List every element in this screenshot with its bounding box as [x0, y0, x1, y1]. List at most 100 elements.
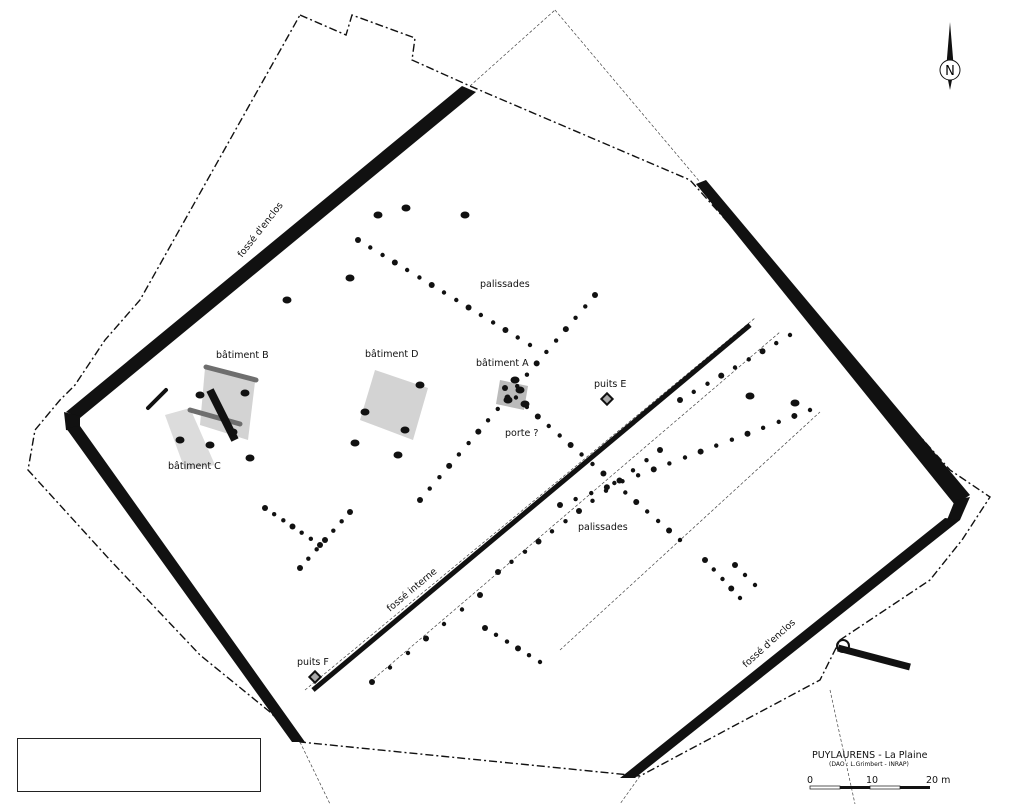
posthole	[612, 480, 617, 486]
posthole	[527, 342, 533, 348]
north-label: N	[945, 64, 955, 79]
posthole	[776, 419, 781, 425]
posthole	[482, 625, 488, 631]
posthole	[760, 425, 766, 431]
posthole	[281, 518, 286, 523]
posthole	[553, 338, 559, 343]
posthole	[393, 451, 403, 459]
posthole	[702, 557, 708, 563]
posthole	[477, 592, 483, 598]
posthole	[427, 486, 432, 491]
posthole	[644, 509, 650, 514]
posthole	[623, 490, 628, 495]
posthole	[630, 468, 636, 473]
posthole	[534, 413, 541, 420]
beam	[203, 364, 259, 383]
posthole	[526, 653, 532, 658]
posthole	[746, 357, 751, 362]
posthole	[368, 245, 373, 250]
posthole	[718, 372, 725, 379]
posthole	[405, 650, 411, 656]
posthole	[744, 430, 751, 437]
posthole	[228, 428, 238, 436]
posthole	[415, 381, 425, 389]
posthole	[355, 237, 361, 243]
posthole	[417, 497, 423, 503]
posthole	[504, 639, 510, 644]
posthole	[644, 457, 649, 463]
legend-box	[17, 738, 261, 792]
posthole	[635, 473, 641, 478]
posthole	[456, 452, 462, 457]
posthole	[331, 528, 336, 533]
posthole	[245, 454, 255, 462]
posthole	[774, 340, 779, 346]
posthole	[446, 462, 453, 469]
posthole	[404, 267, 410, 273]
posthole	[522, 549, 528, 554]
scale-bar: 0 10 20 m	[807, 775, 950, 790]
posthole	[603, 488, 609, 493]
posthole	[515, 386, 525, 394]
posthole	[650, 466, 657, 473]
label-building-b: bâtiment B	[216, 350, 269, 361]
posthole	[205, 441, 215, 449]
posthole	[513, 395, 519, 400]
posthole	[503, 396, 513, 404]
beam	[146, 388, 168, 410]
posthole	[655, 518, 661, 524]
label-building-a: bâtiment A	[476, 358, 529, 369]
posthole	[314, 547, 319, 552]
posthole	[562, 326, 569, 333]
posthole	[391, 259, 398, 266]
posthole	[573, 496, 578, 502]
posthole	[563, 518, 568, 524]
posthole	[306, 556, 311, 561]
posthole	[369, 679, 375, 685]
posthole	[485, 418, 491, 423]
outer-boundary	[27, 14, 991, 777]
posthole	[466, 440, 471, 446]
building-d	[360, 370, 428, 440]
posthole	[732, 562, 738, 568]
posthole	[380, 252, 385, 258]
posthole	[759, 348, 766, 355]
posthole	[459, 607, 465, 612]
posthole	[515, 645, 521, 652]
posthole	[728, 585, 735, 592]
enclosure-ditch	[64, 86, 970, 778]
posthole	[557, 502, 563, 508]
posthole	[807, 407, 813, 413]
posthole	[195, 391, 205, 399]
posthole	[441, 290, 447, 295]
posthole	[787, 332, 793, 338]
posthole	[401, 204, 411, 212]
posthole	[502, 385, 508, 391]
posthole	[493, 632, 499, 637]
posthole	[583, 304, 588, 309]
posthole	[495, 569, 501, 575]
posthole	[289, 523, 296, 530]
map-credit: (DAO : L.Grimbert - INRAP)	[829, 761, 909, 768]
posthole	[573, 315, 578, 320]
internal-ditch	[311, 323, 752, 692]
label-well-e: puits E	[594, 379, 626, 390]
well-e	[599, 391, 615, 407]
posthole	[720, 576, 725, 582]
posthole	[732, 365, 738, 370]
posthole	[697, 448, 704, 455]
posthole	[509, 559, 514, 565]
label-palisades-top: palissades	[480, 279, 530, 290]
posthole	[240, 389, 250, 397]
posthole	[510, 376, 520, 384]
posthole	[590, 461, 595, 467]
posthole	[682, 455, 688, 460]
posthole	[714, 443, 719, 448]
posthole	[616, 477, 623, 484]
posthole	[502, 327, 509, 333]
north-arrow-icon: N	[939, 22, 961, 90]
posthole	[262, 505, 268, 511]
posthole	[524, 372, 530, 377]
posthole	[557, 433, 562, 438]
